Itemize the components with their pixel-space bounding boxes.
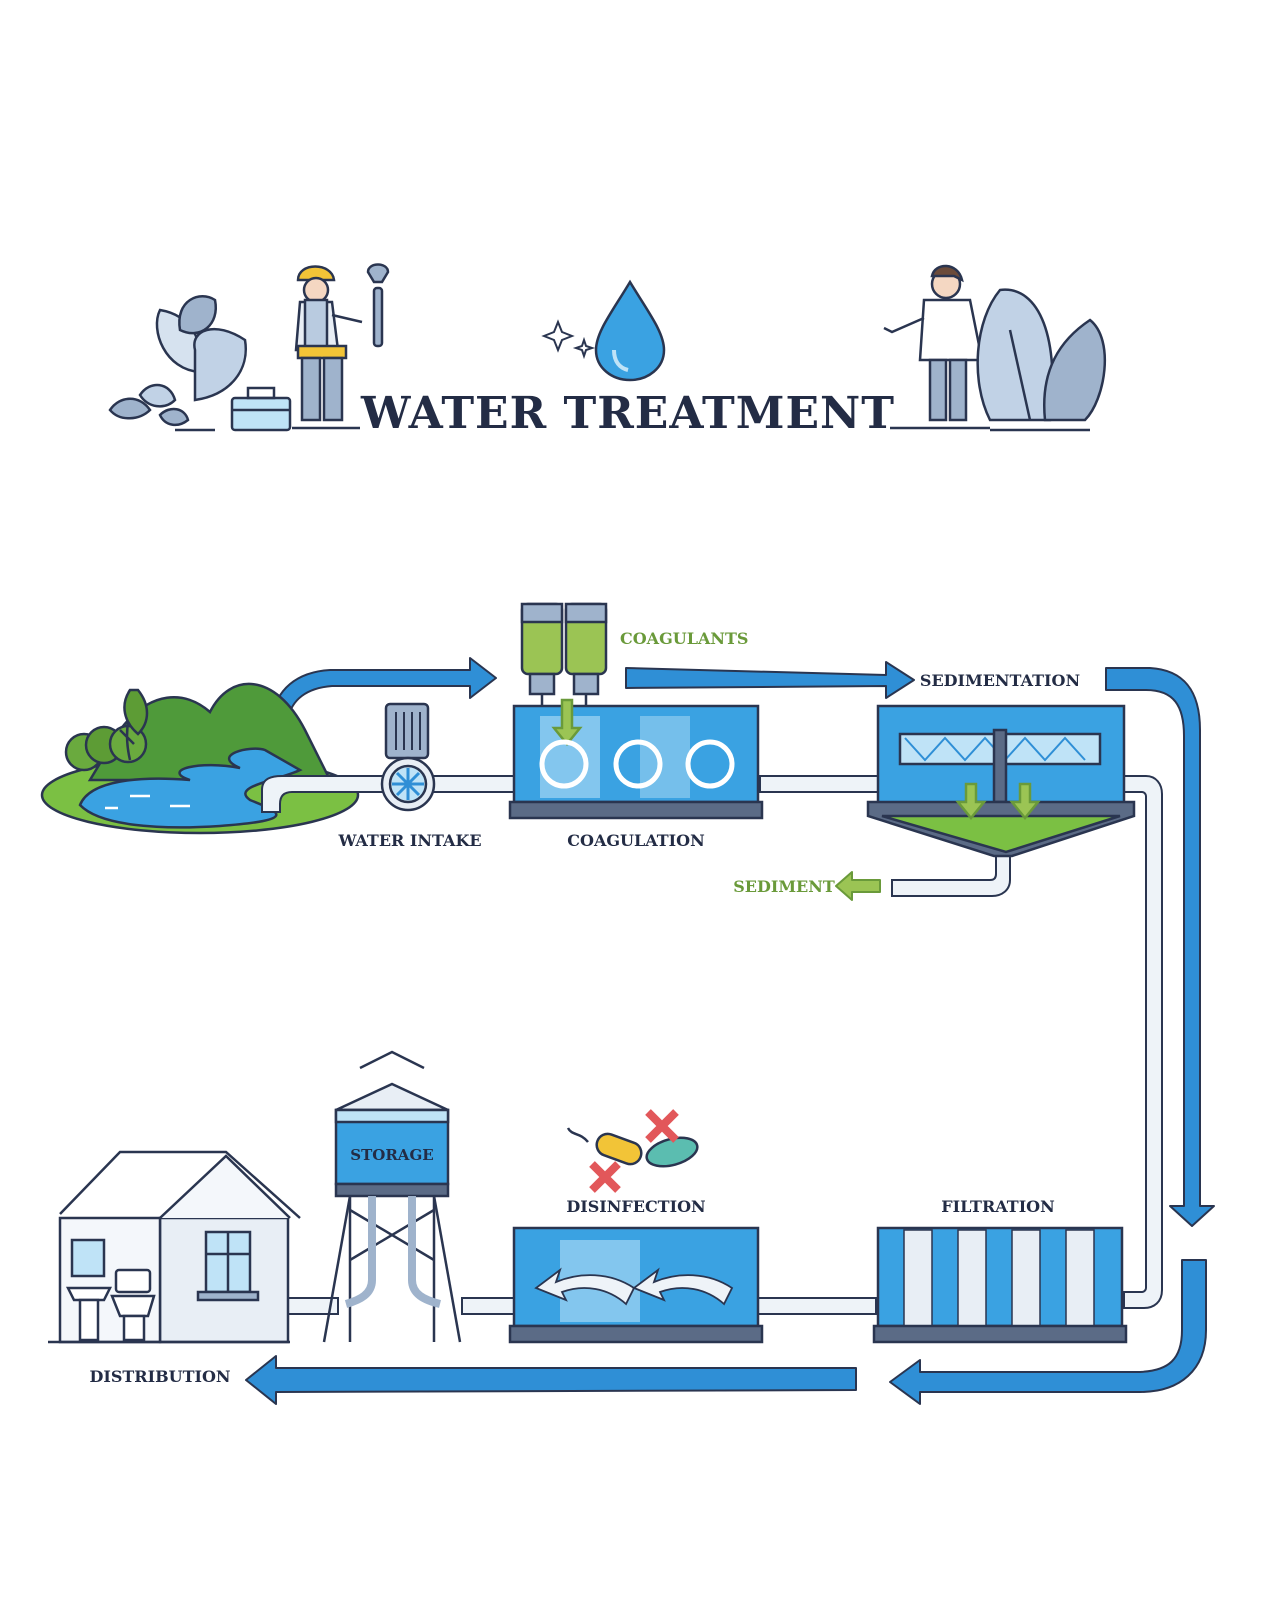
leaf-plant-icon bbox=[108, 295, 248, 432]
worker-figure-icon bbox=[292, 263, 390, 430]
tree-icon bbox=[64, 688, 149, 772]
disinfection-tank bbox=[508, 1109, 764, 1344]
toilet-icon bbox=[110, 1268, 156, 1342]
page-title: WATER TREATMENT bbox=[360, 388, 895, 439]
bacteria-eliminated-icon bbox=[566, 1109, 699, 1193]
sedimentation-tank bbox=[866, 704, 1136, 858]
mixing-circle-icon bbox=[539, 739, 735, 789]
flow-arrow-sedimentation bbox=[625, 661, 915, 699]
label-sediment: SEDIMENT bbox=[733, 877, 835, 896]
label-disinfection: DISINFECTION bbox=[566, 1197, 705, 1216]
toolbox-icon bbox=[230, 386, 292, 432]
pipes bbox=[261, 775, 1163, 1315]
water-drop-icon bbox=[594, 279, 666, 382]
label-storage: STORAGE bbox=[350, 1146, 433, 1164]
sink-icon bbox=[65, 1238, 113, 1342]
flow-arrow-down-right bbox=[1105, 667, 1215, 1227]
flow-arrow-intake bbox=[271, 657, 497, 719]
labels: WATER INTAKE COAGULANTS COAGULATION SEDI… bbox=[89, 629, 1080, 1386]
coagulation-tank bbox=[508, 602, 764, 820]
label-filtration: FILTRATION bbox=[941, 1197, 1054, 1216]
sediment-arrow bbox=[835, 871, 881, 901]
river-landscape bbox=[40, 682, 360, 835]
label-water-intake: WATER INTAKE bbox=[337, 831, 481, 850]
leaf-plant-icon bbox=[976, 288, 1107, 432]
label-coagulants: COAGULANTS bbox=[620, 629, 748, 648]
label-distribution: DISTRIBUTION bbox=[89, 1367, 230, 1386]
sparkle-icon bbox=[541, 319, 596, 360]
flow-arrow-icon bbox=[632, 1267, 734, 1306]
filtration-tank bbox=[872, 1226, 1128, 1344]
flow-arrow-distribution bbox=[245, 1355, 857, 1405]
label-sedimentation: SEDIMENTATION bbox=[920, 671, 1080, 690]
storage-tower bbox=[322, 1050, 462, 1343]
scientist-figure-icon bbox=[883, 264, 990, 430]
flow-arrow-bottom-right bbox=[889, 1259, 1207, 1405]
label-coagulation: COAGULATION bbox=[567, 831, 704, 850]
intake-pump bbox=[380, 702, 436, 812]
pump-fan-icon bbox=[392, 768, 424, 800]
flow-arrow-icon bbox=[534, 1267, 636, 1306]
coagulant-bottles-icon bbox=[520, 602, 608, 722]
flow-arrows bbox=[245, 657, 1215, 1405]
house bbox=[48, 1150, 301, 1344]
header: WATER TREATMENT bbox=[108, 263, 1107, 439]
